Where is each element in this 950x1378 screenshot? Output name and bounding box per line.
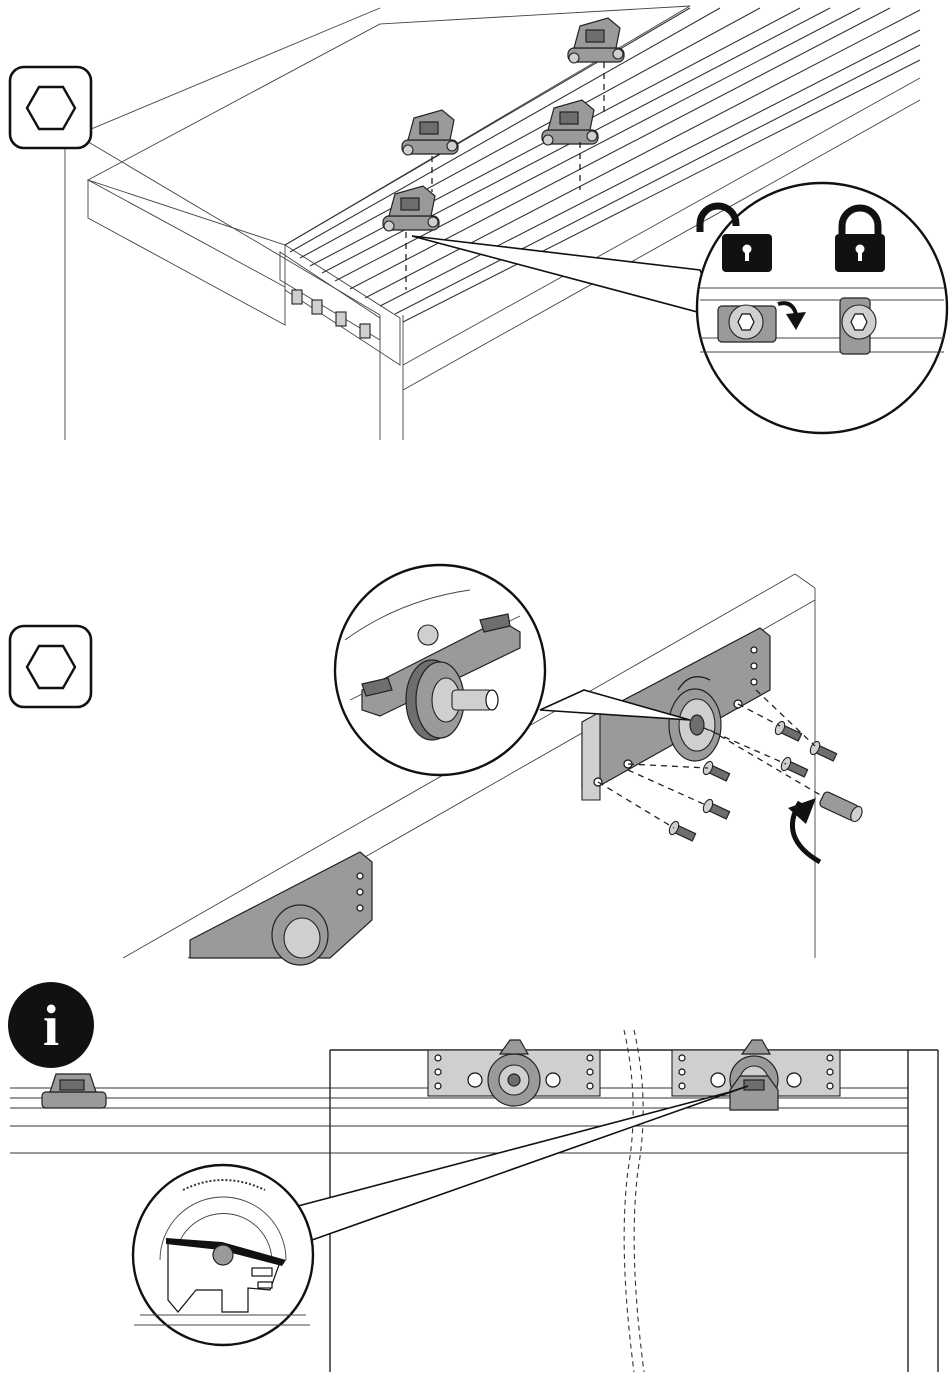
roller-assembly-secondary bbox=[190, 852, 372, 965]
step-3-info-note: i bbox=[8, 982, 938, 1372]
hex-key-icon bbox=[10, 626, 91, 707]
spacer-sleeve bbox=[819, 791, 865, 824]
runner-clip bbox=[42, 1074, 106, 1108]
placement-guide bbox=[628, 770, 708, 806]
runner-clip bbox=[542, 100, 598, 145]
placement-guide bbox=[756, 690, 815, 746]
step-2-roller-installation bbox=[10, 565, 864, 965]
lock-detail-callout bbox=[697, 183, 947, 433]
roller-assembly bbox=[672, 1040, 840, 1110]
hex-key-icon bbox=[10, 67, 91, 148]
screw bbox=[701, 798, 730, 822]
screw bbox=[667, 820, 696, 844]
runner-clip bbox=[383, 186, 439, 231]
screw bbox=[701, 760, 730, 784]
break-line bbox=[624, 1030, 634, 1372]
screw bbox=[773, 720, 802, 744]
placement-guide bbox=[710, 730, 822, 796]
info-badge-text: i bbox=[43, 993, 59, 1058]
callout-connector bbox=[298, 1086, 748, 1240]
break-line bbox=[634, 1030, 644, 1372]
lock-screw-unlocked bbox=[718, 305, 776, 342]
brake-detail-callout bbox=[133, 1165, 313, 1345]
runner-clip bbox=[568, 18, 624, 63]
info-icon: i bbox=[8, 982, 94, 1068]
placement-guide bbox=[628, 764, 708, 768]
lock-screw-locked bbox=[840, 298, 876, 354]
step-1-rail-installation bbox=[10, 6, 947, 440]
placement-guide bbox=[598, 782, 674, 828]
runner-clip bbox=[402, 110, 458, 155]
roller-assembly bbox=[428, 1040, 600, 1106]
screw bbox=[779, 756, 808, 780]
callout-connector bbox=[412, 236, 720, 318]
roller-detail-callout bbox=[335, 565, 545, 775]
